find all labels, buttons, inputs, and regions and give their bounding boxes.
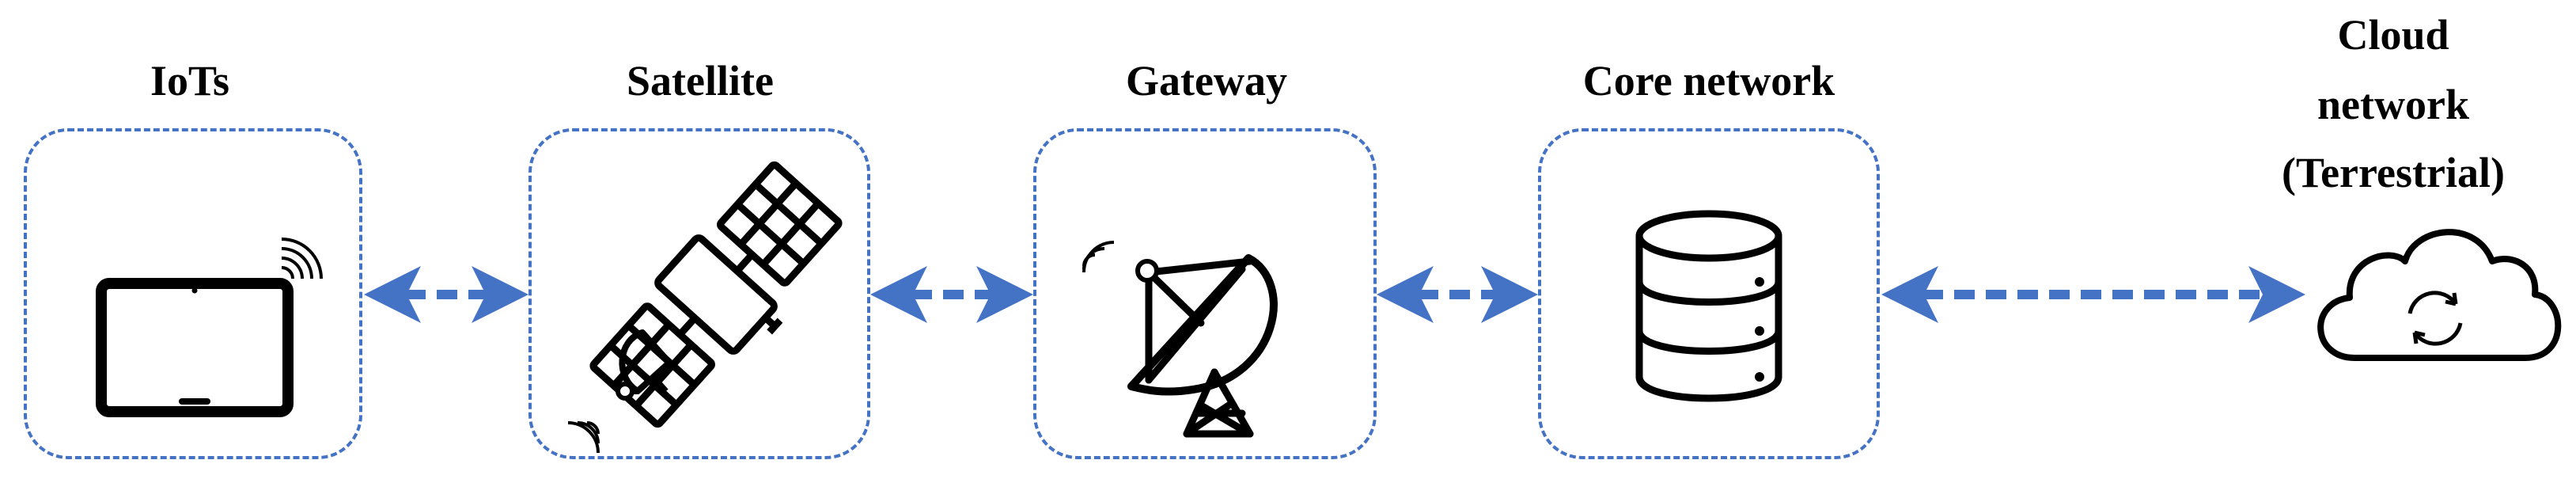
node-label-cloud-line3: (Terrestrial) bbox=[2282, 149, 2505, 196]
wifi-signal-icon bbox=[567, 421, 600, 454]
node-label-cloud-line2: network bbox=[2317, 81, 2469, 128]
database-icon bbox=[1635, 210, 1782, 402]
node-box-satellite bbox=[528, 128, 870, 459]
tablet-icon bbox=[96, 278, 294, 417]
node-box-gateway bbox=[1033, 128, 1377, 459]
node-label-iots: IoTs bbox=[150, 57, 230, 105]
satellite-dish-icon bbox=[1127, 254, 1278, 438]
wifi-signal-icon bbox=[1082, 241, 1115, 273]
node-label-cloud-line1: Cloud bbox=[2337, 11, 2449, 59]
node-box-core bbox=[1538, 128, 1880, 459]
satellite-icon bbox=[589, 161, 843, 428]
node-box-iots bbox=[24, 128, 362, 459]
cloud-sync-icon bbox=[2317, 229, 2562, 361]
node-label-satellite: Satellite bbox=[627, 57, 774, 105]
wifi-signal-icon bbox=[281, 238, 323, 279]
node-label-core: Core network bbox=[1582, 57, 1835, 105]
node-label-gateway: Gateway bbox=[1126, 57, 1287, 105]
